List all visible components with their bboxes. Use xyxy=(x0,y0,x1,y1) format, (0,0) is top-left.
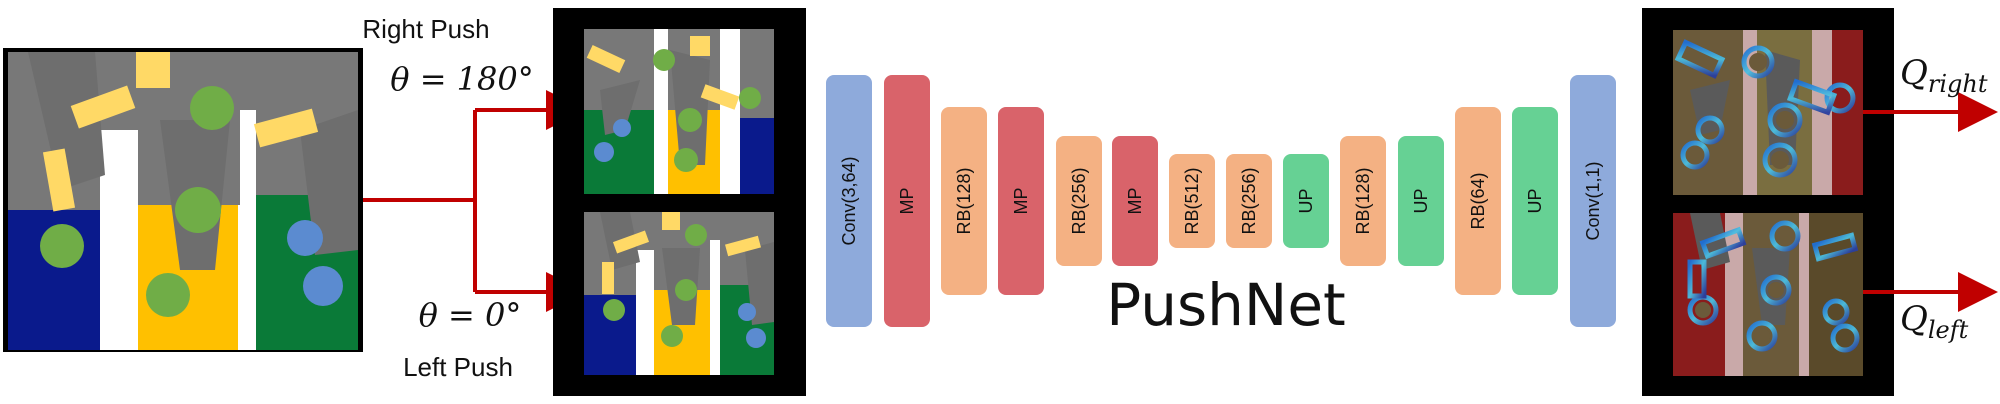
block-rect xyxy=(941,107,987,295)
q-left-heatmap-image xyxy=(1673,213,1863,376)
block-rect xyxy=(1169,154,1215,248)
q-right-heatmap-image xyxy=(1673,30,1863,195)
block-label: RB(512) xyxy=(1182,167,1202,234)
block-mp-2: MP xyxy=(884,75,930,327)
network-blocks: Conv(3,64) MP RB(128) MP RB(256) MP RB(512) RB(… xyxy=(826,75,1616,327)
block-label: MP xyxy=(1011,188,1031,215)
block-rb-5: RB(256) xyxy=(1056,136,1102,266)
block-mp-4: MP xyxy=(998,107,1044,295)
block-rb-3: RB(128) xyxy=(941,107,987,295)
block-rect xyxy=(1398,136,1444,266)
block-up-13: UP xyxy=(1512,107,1558,295)
block-label: UP xyxy=(1296,188,1316,213)
block-label: RB(256) xyxy=(1239,167,1259,234)
block-rect xyxy=(1226,154,1272,248)
branch-arrows xyxy=(363,90,586,312)
block-conv-1: Conv(3,64) xyxy=(826,75,872,327)
q-right-symbol: Q xyxy=(1900,53,1928,93)
block-label: RB(256) xyxy=(1069,167,1089,234)
block-up-9: UP xyxy=(1283,154,1329,248)
q-left-symbol: Q xyxy=(1900,299,1928,339)
block-conv-14: Conv(1,1) xyxy=(1570,75,1616,327)
block-rect xyxy=(998,107,1044,295)
block-rect xyxy=(1056,136,1102,266)
network-title: PushNet xyxy=(1106,271,1346,339)
right-push-label: Right Push xyxy=(362,14,489,44)
block-label: Conv(3,64) xyxy=(839,156,859,245)
theta-180-label: θ = 180° xyxy=(390,60,534,98)
block-label: Conv(1,1) xyxy=(1583,161,1603,240)
block-label: RB(128) xyxy=(1353,167,1373,234)
block-rect xyxy=(884,75,930,327)
theta-0-label: θ = 0° xyxy=(419,296,522,334)
block-rect xyxy=(1570,75,1616,327)
block-up-11: UP xyxy=(1398,136,1444,266)
q-right-subscript: right xyxy=(1928,70,1988,98)
block-rb-8: RB(256) xyxy=(1226,154,1272,248)
block-rb-10: RB(128) xyxy=(1340,136,1386,266)
block-rect xyxy=(826,75,872,327)
output-frame xyxy=(1642,8,1894,396)
block-rect xyxy=(1112,136,1158,266)
block-label: UP xyxy=(1411,188,1431,213)
block-rect xyxy=(1340,136,1386,266)
block-label: MP xyxy=(1125,188,1145,215)
q-left-label: Qleft xyxy=(1900,299,1969,344)
block-label: UP xyxy=(1525,188,1545,213)
input-pair-frame xyxy=(553,8,806,396)
input-scene-image xyxy=(3,48,363,352)
block-rb-7: RB(512) xyxy=(1169,154,1215,248)
q-left-subscript: left xyxy=(1928,316,1969,344)
block-rect xyxy=(1283,154,1329,248)
block-rb-12: RB(64) xyxy=(1455,107,1501,295)
block-rect xyxy=(1512,107,1558,295)
block-mp-6: MP xyxy=(1112,136,1158,266)
q-right-label: Qright xyxy=(1900,53,1988,98)
block-label: MP xyxy=(897,188,917,215)
original-scene-image xyxy=(584,212,774,375)
block-label: RB(64) xyxy=(1468,172,1488,229)
block-label: RB(128) xyxy=(954,167,974,234)
rotated-scene-image xyxy=(584,29,774,194)
block-rect xyxy=(1455,107,1501,295)
left-push-label: Left Push xyxy=(403,352,513,382)
